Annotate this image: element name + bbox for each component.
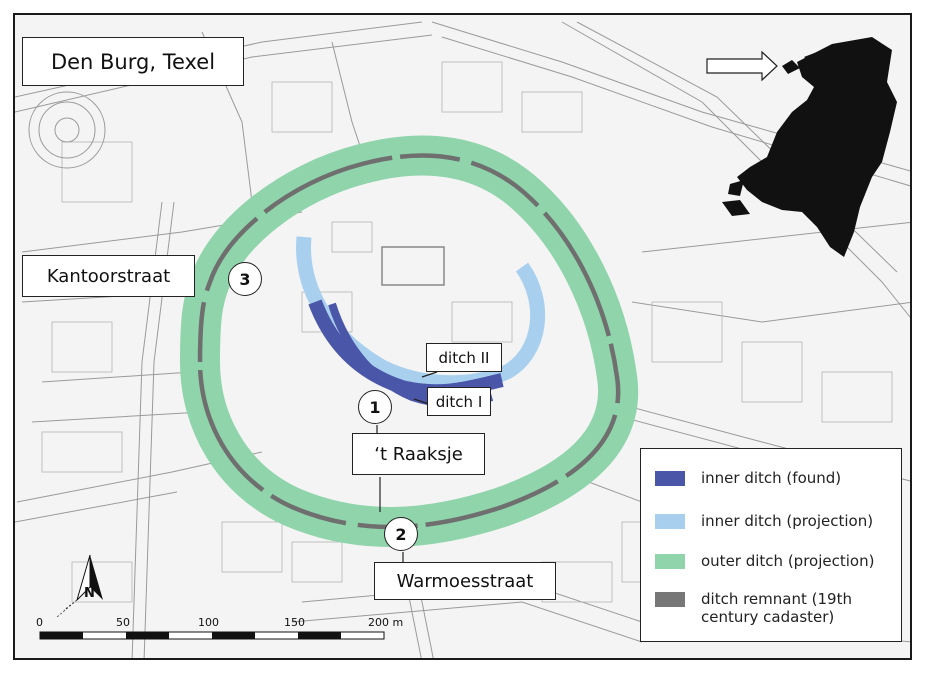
legend-swatch	[655, 471, 685, 486]
building-blocks	[41, 61, 893, 603]
scale-tick-0: 0	[36, 616, 43, 629]
scale-tick-100: 100	[198, 616, 219, 629]
legend-item: inner ditch (projection)	[655, 512, 881, 530]
street-label-raaksje: ‘t Raaksje	[352, 433, 485, 475]
legend-swatch	[655, 554, 685, 569]
legend-item: outer ditch (projection)	[655, 552, 881, 570]
legend-label: ditch remnant (19th century cadaster)	[701, 590, 852, 626]
north-label: N	[84, 586, 95, 601]
ditch-i-label: ditch I	[427, 387, 491, 416]
street-label-kantoorstraat: Kantoorstraat	[22, 255, 195, 297]
scale-tick-150: 150	[284, 616, 305, 629]
legend-item: ditch remnant (19th century cadaster)	[655, 590, 881, 626]
inner-ditch-found-ii	[308, 299, 504, 399]
scale-bar	[39, 631, 385, 640]
map-title: Den Burg, Texel	[22, 37, 244, 86]
north-arrow-icon	[56, 554, 103, 618]
texel-arrow-icon	[706, 50, 778, 82]
roundabout	[28, 91, 106, 169]
legend-label: outer ditch (projection)	[701, 552, 875, 570]
inner-ditch-projection	[296, 236, 546, 391]
street-label-warmoesstraat: Warmoesstraat	[374, 562, 556, 600]
ditch-ii-label: ditch II	[426, 343, 502, 372]
scale-tick-50: 50	[116, 616, 130, 629]
legend-item: inner ditch (found)	[655, 469, 881, 487]
scale-tick-200: 200 m	[368, 616, 404, 629]
site-marker-1: 1	[358, 390, 392, 424]
legend-label: inner ditch (found)	[701, 469, 842, 487]
map-frame: 0 50 100 150 200 m N	[13, 13, 912, 660]
legend-label: inner ditch (projection)	[701, 512, 874, 530]
site-marker-3: 3	[228, 262, 262, 296]
ditch-remnant	[197, 153, 621, 530]
map-legend: inner ditch (found) inner ditch (project…	[640, 448, 902, 642]
map-canvas	[15, 21, 910, 658]
site-marker-2: 2	[384, 517, 418, 551]
netherlands-silhouette	[722, 37, 897, 257]
legend-swatch	[655, 514, 685, 529]
legend-swatch	[655, 592, 685, 607]
